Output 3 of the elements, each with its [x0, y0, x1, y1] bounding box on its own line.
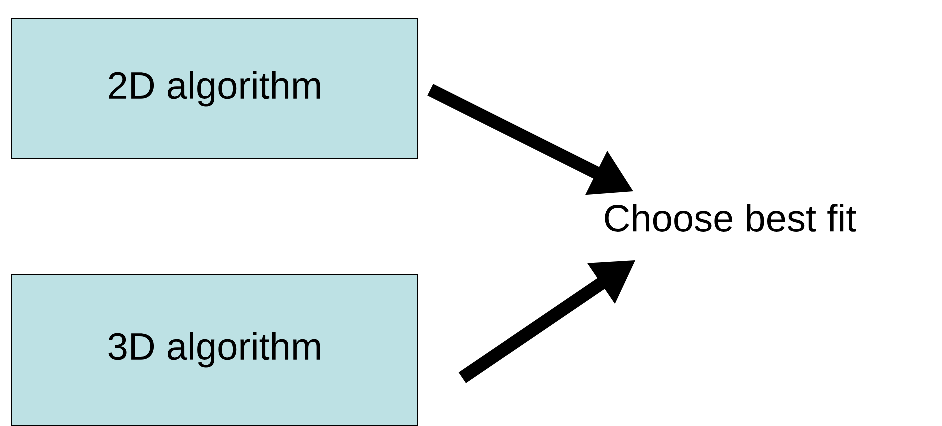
process-box: 3D algorithm — [12, 274, 418, 426]
process-box: 2D algorithm — [12, 18, 418, 160]
result-text: Choose best fit — [605, 204, 856, 232]
